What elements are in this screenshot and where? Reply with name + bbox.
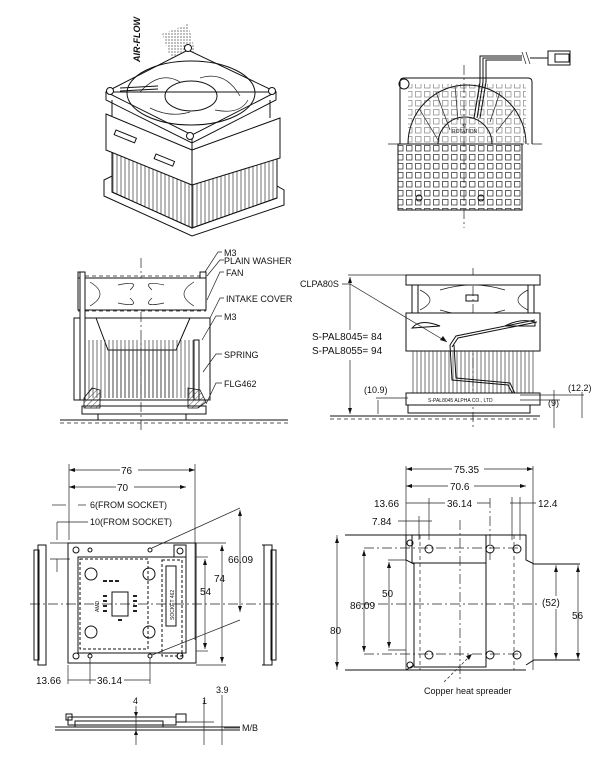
callout-fan: FAN [226, 268, 244, 278]
fan-cable [479, 55, 522, 82]
dim-70: 70 [117, 483, 129, 494]
dim-12-4: 12.4 [538, 499, 558, 510]
clip-label: CLPA80S [300, 279, 339, 289]
screw-icon [106, 87, 114, 95]
dim-9: (9) [548, 398, 559, 408]
airflow-label: AIR-FLOW [132, 16, 142, 63]
dim-36-14: 36.14 [447, 499, 472, 510]
socket-plan-view: 76 70 6(FROM SOCKET) 10(FROM SOCKET) [30, 464, 280, 687]
screw-icon [184, 44, 192, 52]
dim-66-09: 66.09 [228, 555, 253, 566]
dim-52: (52) [542, 598, 560, 609]
screw-icon [72, 546, 80, 554]
dim-76: 76 [121, 466, 133, 477]
dim-74: 74 [214, 574, 226, 585]
dim-4: 4 [133, 696, 138, 706]
screw-icon [186, 132, 194, 140]
height-s-pal8055: S-PAL8055= 94 [312, 346, 383, 357]
socket-label: SOCKET 462 [170, 590, 176, 620]
dim-1: 1 [202, 696, 207, 706]
callout-leaders [201, 251, 224, 405]
dim-70-6: 70.6 [450, 482, 470, 493]
dim-7-84: 7.84 [372, 517, 392, 528]
side-view-right: S-PAL8045 ALPHA CO., LTD CLPA80S S-PAL80… [300, 268, 592, 430]
callout-intake-cover: INTAKE COVER [226, 294, 293, 304]
dim-3-9: 3.9 [216, 685, 229, 695]
screw-icon [72, 652, 80, 660]
callout-m3-bottom: M3 [224, 312, 237, 322]
screw-icon [512, 650, 522, 660]
isometric-view: AIR-FLOW [103, 16, 285, 237]
screw-icon [268, 87, 276, 95]
dim-75-35: 75.35 [454, 465, 479, 476]
dim-13-66: 13.66 [374, 499, 399, 510]
dim-12-2: (12.2) [568, 383, 592, 393]
cpu-label: AMD [95, 601, 101, 613]
height-s-pal8045: S-PAL8045= 84 [312, 332, 383, 343]
dim-13-66-bottom: 13.66 [36, 676, 61, 687]
screw-icon [406, 661, 414, 669]
profile-view: 4 1 3.9 M/B [55, 685, 258, 745]
screw-icon [406, 539, 414, 547]
callout-plain-washer: PLAIN WASHER [224, 256, 292, 266]
screw-icon [176, 652, 184, 660]
copper-spreader-label: Copper heat spreader [424, 686, 512, 696]
fan-cable [119, 85, 159, 92]
dim-6-from-socket: 6(FROM SOCKET) [90, 500, 167, 510]
clip-wire [449, 319, 538, 348]
base-label: S-PAL8045 ALPHA CO., LTD [428, 398, 493, 404]
side-view-left: M3 PLAIN WASHER FAN INTAKE COVER M3 SPRI… [60, 248, 293, 432]
dim-54: 54 [200, 587, 212, 598]
callout-flg462: FLG462 [224, 379, 257, 389]
heatsink-plan-view: 75.35 70.6 13.66 36.14 12.4 7.84 [330, 463, 584, 696]
rotation-label: ROTATION [452, 129, 477, 135]
dim-36-14-bottom: 36.14 [97, 676, 122, 687]
fan-grill [397, 143, 523, 211]
dim-86-09: 86.09 [350, 601, 375, 612]
screw-icon [176, 547, 184, 555]
dim-56: 56 [572, 611, 584, 622]
dim-50: 50 [382, 589, 394, 600]
top-view: ROTATION ⟲ [388, 50, 571, 228]
svg-text:⟲: ⟲ [462, 123, 467, 129]
dim-80: 80 [330, 626, 342, 637]
dim-10-9: (10.9) [364, 385, 388, 395]
screw-icon [512, 544, 522, 554]
fan-connector [547, 50, 571, 66]
dim-10-from-socket: 10(FROM SOCKET) [90, 517, 172, 527]
mb-label: M/B [242, 723, 258, 733]
callout-spring: SPRING [224, 350, 259, 360]
callout-m3-top: M3 [224, 248, 237, 258]
